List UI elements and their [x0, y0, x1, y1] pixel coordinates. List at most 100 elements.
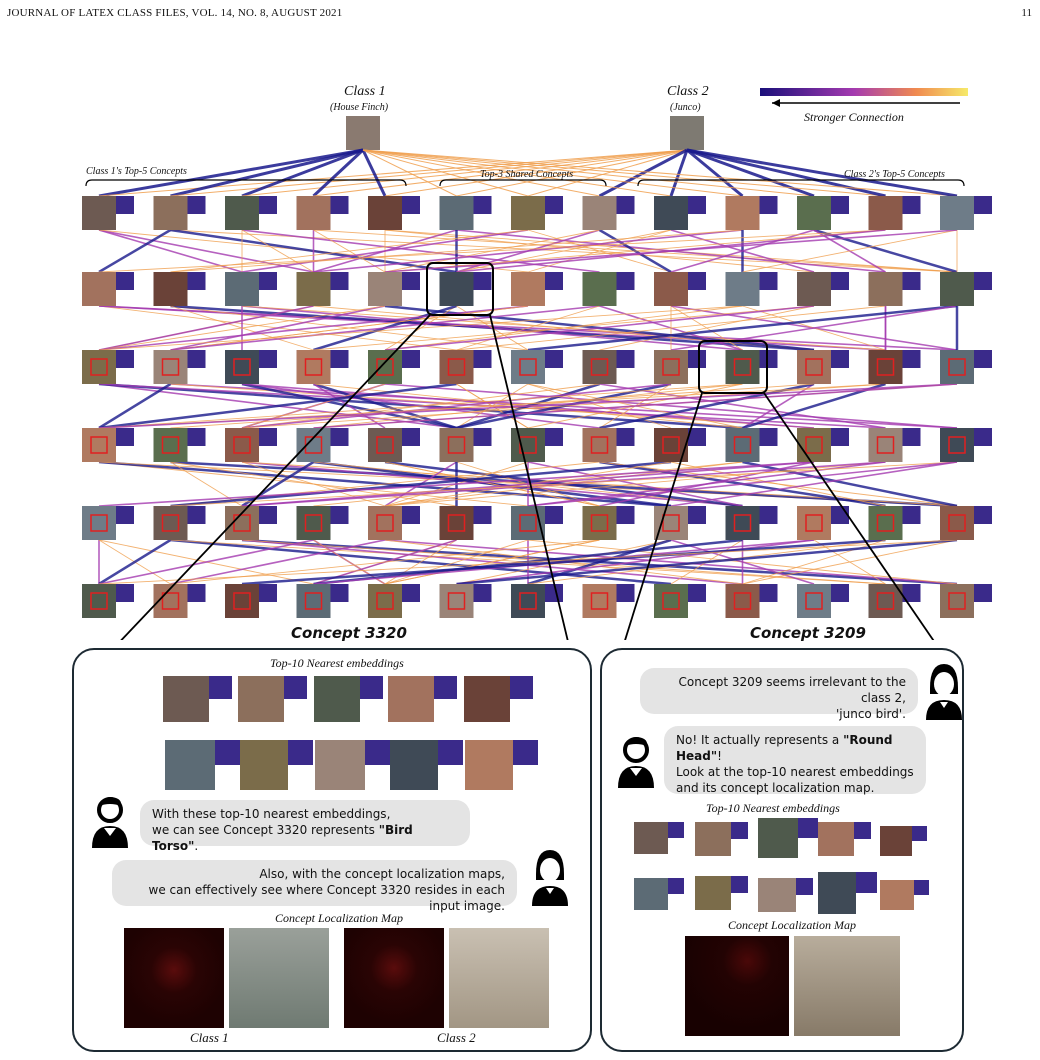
nearest-embedding-thumbnail [465, 740, 513, 790]
nearest-embedding-heatmap [731, 822, 748, 839]
edge [98, 383, 743, 429]
concept-image [940, 584, 974, 618]
edge [241, 149, 688, 197]
caption-class2: Class 2 [437, 1030, 476, 1045]
concept-heatmap [974, 196, 992, 214]
concept-heatmap [616, 506, 635, 524]
concept-box [447, 514, 466, 532]
left-teacher-line1: Also, with the concept localization maps… [259, 867, 505, 881]
legend-colorbar [760, 88, 968, 96]
nearest-embedding-thumbnail [880, 880, 914, 910]
concept-heatmap [330, 350, 349, 368]
concept-image [368, 272, 402, 306]
edge [170, 305, 600, 351]
edge [170, 460, 672, 508]
right-teacher-line2: 'junco bird'. [835, 707, 906, 721]
right-input-image [794, 936, 900, 1036]
nearest-embedding-heatmap [360, 676, 383, 699]
edge [384, 539, 600, 585]
concept-heatmap [616, 196, 635, 214]
class1-input-image [229, 928, 329, 1028]
concept-image [725, 196, 760, 230]
concept-image [868, 584, 903, 618]
concept-heatmap [259, 428, 277, 446]
edge [527, 461, 958, 507]
concept-heatmap [402, 428, 420, 446]
left-nearest-title: Top-10 Nearest embeddings [270, 656, 404, 670]
edge [241, 383, 886, 429]
edge [241, 229, 529, 273]
concept-box [590, 436, 609, 454]
concept-heatmap [974, 506, 992, 524]
concept-image [439, 350, 474, 384]
edge [362, 149, 672, 197]
concept-box [304, 592, 323, 610]
concept-heatmap [402, 196, 420, 214]
zoom-line [763, 392, 935, 640]
concept-image [82, 350, 116, 384]
concept-heatmap [831, 350, 849, 368]
concept-heatmap [187, 196, 206, 214]
left-teacher-line2: we can effectively see where Concept 332… [148, 883, 505, 913]
concept-box [590, 592, 609, 610]
nearest-embedding-thumbnail [388, 676, 434, 722]
edge [742, 229, 958, 273]
concept-heatmap [116, 428, 134, 446]
nearest-embedding-heatmap [288, 740, 313, 765]
concept-image [511, 584, 545, 618]
group-label-class1: Class 1's Top-5 Concepts [86, 166, 187, 177]
concept-box [376, 358, 394, 376]
left-student-line2: we can see Concept 3320 represents "Bird… [152, 823, 413, 853]
concept-box [233, 592, 251, 610]
concept-image [153, 196, 188, 230]
nearest-embedding-thumbnail [163, 676, 209, 722]
edge [98, 383, 958, 429]
concept-heatmap [187, 350, 206, 368]
concept-heatmap [473, 350, 492, 368]
concept-box [519, 358, 537, 376]
concept-image [153, 272, 188, 306]
nearest-embedding-thumbnail [818, 822, 854, 856]
concept-heatmap [402, 350, 420, 368]
concept-box [805, 358, 823, 376]
edge [384, 461, 886, 507]
student-avatar-icon [92, 797, 128, 848]
nearest-embedding-heatmap [284, 676, 307, 699]
concept-heatmap [473, 506, 492, 524]
concept-image [868, 428, 903, 462]
concept-image [654, 506, 688, 540]
concept-3320-highlight [426, 262, 494, 316]
concept-image [654, 272, 688, 306]
concept-3209-highlight [698, 340, 768, 394]
edge [384, 229, 886, 273]
concept-heatmap [402, 584, 420, 602]
edge [456, 149, 688, 197]
nearest-embedding-heatmap [731, 876, 748, 893]
edge [98, 382, 172, 430]
nearest-embedding-heatmap [510, 676, 533, 699]
edge [241, 538, 886, 586]
edge [670, 461, 958, 507]
class2-input-image [449, 928, 549, 1028]
edge [241, 383, 672, 429]
nearest-embedding-heatmap [912, 826, 927, 841]
nearest-embedding-thumbnail [758, 878, 796, 912]
concept-image [797, 272, 831, 306]
concept-image [797, 506, 831, 540]
concept-heatmap [902, 584, 921, 602]
edge [313, 149, 688, 197]
concept-box [805, 514, 823, 532]
nearest-embedding-thumbnail [818, 872, 856, 914]
nearest-embedding-thumbnail [315, 740, 365, 790]
concept-graph [82, 88, 992, 640]
concept-heatmap [831, 506, 849, 524]
edge [98, 148, 364, 198]
concept-image [582, 272, 617, 306]
concept-box [805, 592, 823, 610]
concept-box [662, 436, 680, 454]
concept-3320-panel [72, 648, 592, 1052]
edge [170, 461, 958, 507]
concept-heatmap [187, 506, 206, 524]
concept-heatmap [974, 272, 992, 290]
edge [241, 148, 364, 198]
